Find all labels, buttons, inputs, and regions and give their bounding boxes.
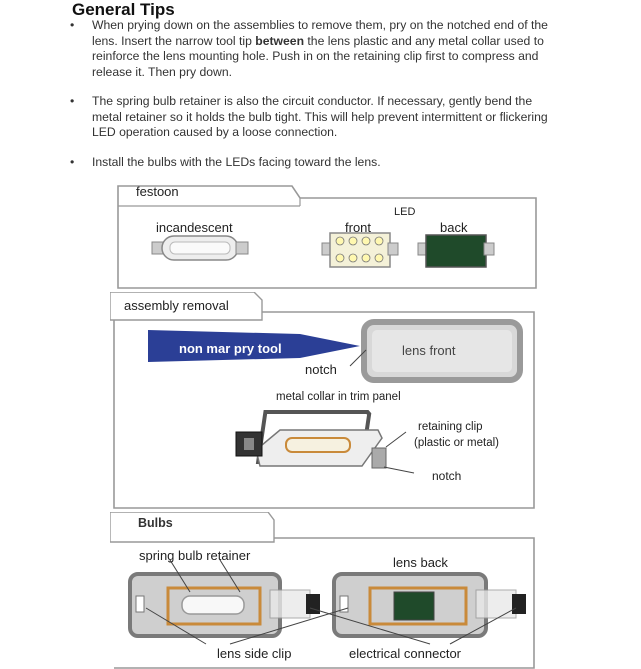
metal-collar-label: metal collar in trim panel xyxy=(276,391,401,403)
led-label: LED xyxy=(394,206,416,218)
tips-list: • When prying down on the assemblies to … xyxy=(70,18,550,184)
bulb-assembly-right-icon xyxy=(332,572,526,638)
tip-1-text-bold: between xyxy=(255,33,305,48)
incandescent-bulb-icon xyxy=(151,235,249,261)
assembly-removal-panel xyxy=(110,292,535,509)
incandescent-label: incandescent xyxy=(156,220,233,235)
metal-collar-assembly-icon xyxy=(235,410,387,469)
bullet: • xyxy=(70,18,75,32)
tip-1-text-post: the lens plastic and any metal collar us… xyxy=(92,33,544,79)
tip-3-text: Install the bulbs with the LEDs facing t… xyxy=(92,154,381,169)
lens-side-clip-label: lens side clip xyxy=(217,646,292,661)
retaining-clip-label: retaining clip xyxy=(418,421,483,433)
lens-front-label: lens front xyxy=(402,343,456,358)
tip-1-text-pre: When prying down on the assemblies to re… xyxy=(92,18,548,48)
bulbs-tab-label: Bulbs xyxy=(138,516,173,530)
led-front-bulb-icon xyxy=(321,232,399,268)
notch-bottom-label: notch xyxy=(432,469,462,483)
pry-tool-label: non mar pry tool xyxy=(179,341,282,356)
pry-tool-icon xyxy=(148,330,360,362)
assembly-tab-label: assembly removal xyxy=(124,298,229,313)
tip-2-text: The spring bulb retainer is also the cir… xyxy=(92,94,548,139)
led-back-bulb-icon xyxy=(417,234,495,268)
retaining-clip-sublabel: (plastic or metal) xyxy=(414,437,499,449)
bullet: • xyxy=(70,94,75,108)
tip-item-3: • Install the bulbs with the LEDs facing… xyxy=(70,155,550,171)
bullet: • xyxy=(70,154,75,169)
festoon-panel xyxy=(117,185,537,289)
notch-top-label: notch xyxy=(305,362,337,377)
lens-back-label: lens back xyxy=(393,555,448,570)
electrical-connector-label: electrical connector xyxy=(349,646,461,661)
front-label: front xyxy=(345,220,372,235)
back-label: back xyxy=(440,220,468,235)
page-title: General Tips xyxy=(72,0,175,19)
tip-item-1: • When prying down on the assemblies to … xyxy=(70,18,550,80)
bulbs-panel xyxy=(110,512,535,669)
tip-item-2: • The spring bulb retainer is also the c… xyxy=(70,94,550,141)
spring-retainer-label: spring bulb retainer xyxy=(139,548,251,563)
festoon-tab-label: festoon xyxy=(136,184,179,199)
